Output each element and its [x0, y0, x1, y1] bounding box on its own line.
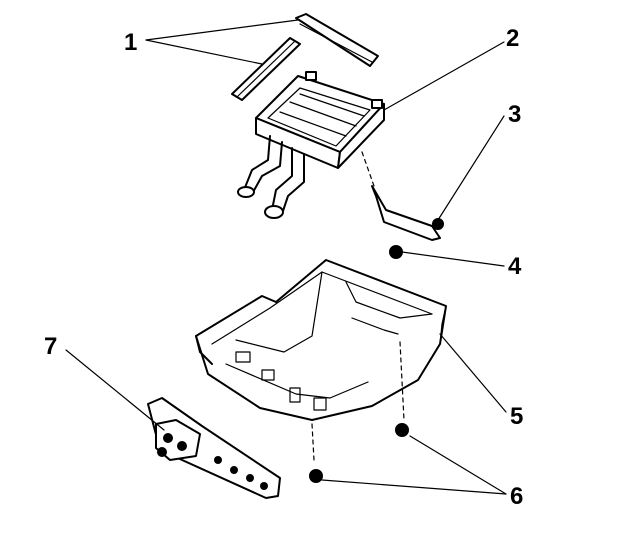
callout-6: 6: [510, 483, 523, 510]
bracket-plate: [147, 397, 281, 499]
callout-7: 7: [44, 333, 57, 360]
leader-lines: [65, 19, 507, 495]
callout-2: 2: [506, 25, 519, 52]
callout-5: 5: [510, 403, 523, 430]
callout-3: 3: [508, 101, 521, 128]
heater-core: [237, 71, 385, 219]
callout-4: 4: [508, 253, 522, 280]
screws-part-6: [309, 423, 409, 483]
seal-strips: [231, 13, 379, 101]
bracket-clip: [361, 151, 444, 241]
screw-part-4: [389, 245, 403, 259]
heater-case: [195, 259, 447, 461]
callout-1: 1: [124, 29, 137, 56]
